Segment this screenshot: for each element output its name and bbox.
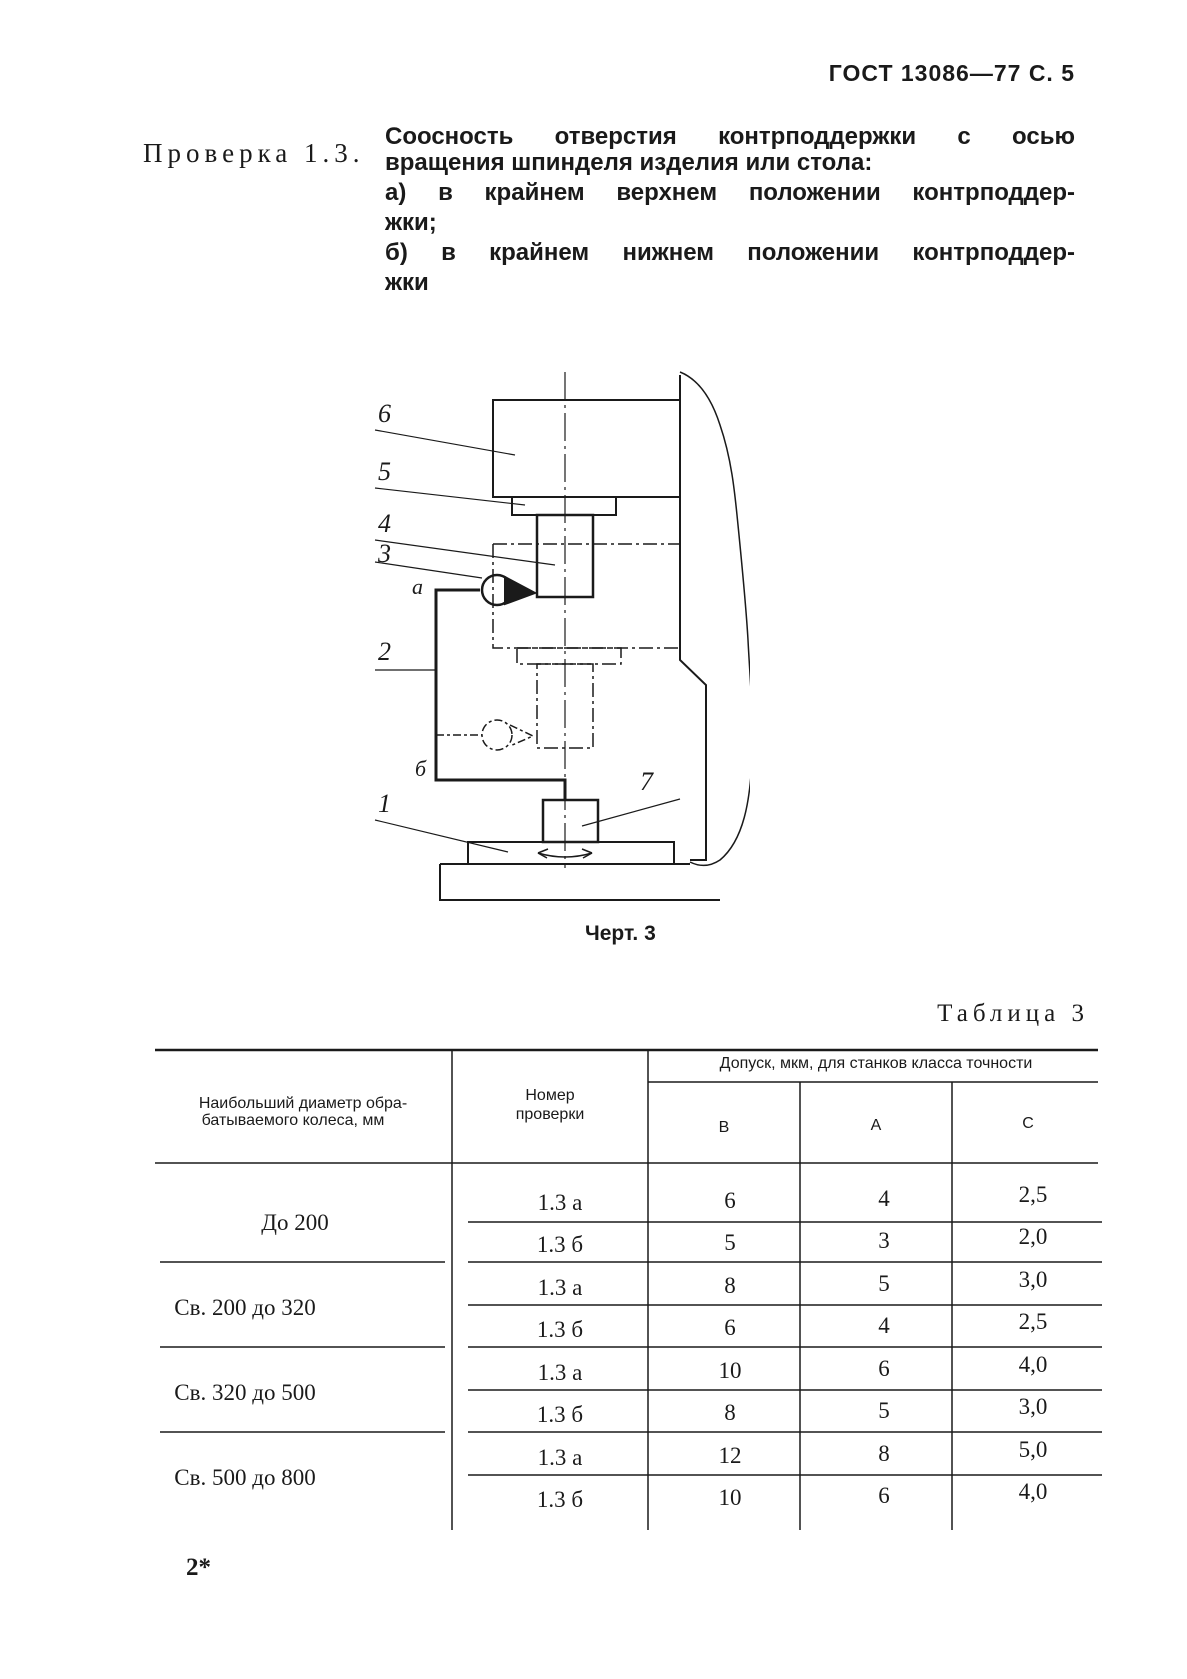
value-cell: 6: [724, 1188, 736, 1213]
value-cell: 8: [878, 1441, 890, 1466]
value-cell: 6: [878, 1356, 890, 1381]
header-check-line-2: проверки: [516, 1106, 585, 1123]
check-item-a-line-2: жки;: [385, 209, 437, 236]
header-class-c: С: [1022, 1115, 1034, 1132]
rotation-arrow: [537, 852, 593, 858]
label-4: 4: [378, 509, 391, 538]
check-cell: 1.3 а: [538, 1190, 583, 1215]
check-cell: 1.3 а: [538, 1445, 583, 1470]
value-cell: 4: [878, 1186, 890, 1211]
value-cell: 8: [724, 1400, 736, 1425]
value-cell: 2,5: [1019, 1309, 1048, 1334]
machine-bed: [439, 863, 720, 901]
label-6: 6: [378, 399, 391, 428]
check-cell: 1.3 б: [537, 1487, 583, 1512]
check-number-label: Проверка 1.3.: [143, 138, 365, 168]
value-cell: 10: [719, 1485, 742, 1510]
value-cell: 5: [878, 1398, 890, 1423]
header-class-b: В: [719, 1119, 730, 1136]
label-a: а: [412, 574, 423, 599]
value-cell: 2,0: [1019, 1224, 1048, 1249]
value-cell: 4,0: [1019, 1479, 1048, 1504]
value-cell: 3,0: [1019, 1394, 1048, 1419]
rotation-arrow-head-right: [581, 848, 593, 859]
mandrel-lower-position: [536, 663, 594, 749]
check-title-line-2: вращения шпинделя изделия или стола:: [385, 149, 873, 176]
value-cell: 5: [878, 1271, 890, 1296]
part-2-arm: [434, 588, 567, 800]
check-item-a-line-1: а) в крайнем верхнем положении контрподд…: [385, 179, 1075, 206]
check-cell: 1.3 а: [538, 1360, 583, 1385]
diameter-cell: Св. 320 до 500: [174, 1380, 315, 1405]
value-cell: 8: [724, 1273, 736, 1298]
part-3-indicator-upper: [480, 573, 538, 607]
label-7: 7: [640, 767, 654, 796]
diameter-cell: Св. 200 до 320: [174, 1295, 315, 1320]
header-tolerance: Допуск, мкм, для станков класса точности: [720, 1055, 1033, 1072]
value-cell: 2,5: [1019, 1182, 1048, 1207]
document-header: ГОСТ 13086—77 С. 5: [828, 60, 1075, 86]
label-b: б: [415, 756, 427, 781]
table-label: Таблица 3: [937, 1000, 1089, 1027]
header-check-line-1: Номер: [525, 1087, 574, 1104]
label-3: 3: [377, 539, 391, 568]
rotation-arrow-head-left: [537, 848, 549, 859]
value-cell: 3: [878, 1228, 890, 1253]
label-5: 5: [378, 457, 391, 486]
value-cell: 5: [724, 1230, 736, 1255]
part-4-mandrel: [535, 513, 595, 599]
check-title-line-1: Соосность отверстия контрподдержки с ось…: [385, 123, 1075, 150]
column-break-line: [679, 371, 750, 867]
bracket-upper-collar: [516, 647, 622, 665]
header-diameter-line-2: батываемого колеса, мм: [202, 1112, 385, 1129]
value-cell: 3,0: [1019, 1267, 1048, 1292]
check-item-b-line-1: б) в крайнем нижнем положении контрподде…: [385, 239, 1075, 266]
header-class-a: А: [871, 1117, 882, 1134]
check-cell: 1.3 б: [537, 1232, 583, 1257]
value-cell: 5,0: [1019, 1437, 1048, 1462]
page-mark: 2*: [186, 1554, 211, 1581]
header-diameter-line-1: Наибольший диаметр обра-: [199, 1095, 407, 1112]
value-cell: 4: [878, 1313, 890, 1338]
label-1: 1: [378, 789, 391, 818]
label-2: 2: [378, 637, 391, 666]
check-description: Соосность отверстия контрподдержки с ось…: [385, 122, 1075, 298]
check-cell: 1.3 а: [538, 1275, 583, 1300]
check-cell: 1.3 б: [537, 1317, 583, 1342]
value-cell: 6: [724, 1315, 736, 1340]
check-item-b-line-2: жки: [385, 269, 429, 296]
value-cell: 12: [719, 1443, 742, 1468]
figure-caption: Черт. 3: [585, 922, 656, 945]
value-cell: 10: [719, 1358, 742, 1383]
column-outline: [679, 375, 707, 861]
check-cell: 1.3 б: [537, 1402, 583, 1427]
value-cell: 4,0: [1019, 1352, 1048, 1377]
diameter-cell: Св. 500 до 800: [174, 1465, 315, 1490]
diameter-cell: До 200: [261, 1210, 328, 1235]
technical-drawing: 6 5 4 3 а 2 б 1 7: [374, 371, 750, 901]
leader-lines: [374, 429, 681, 853]
value-cell: 6: [878, 1483, 890, 1508]
